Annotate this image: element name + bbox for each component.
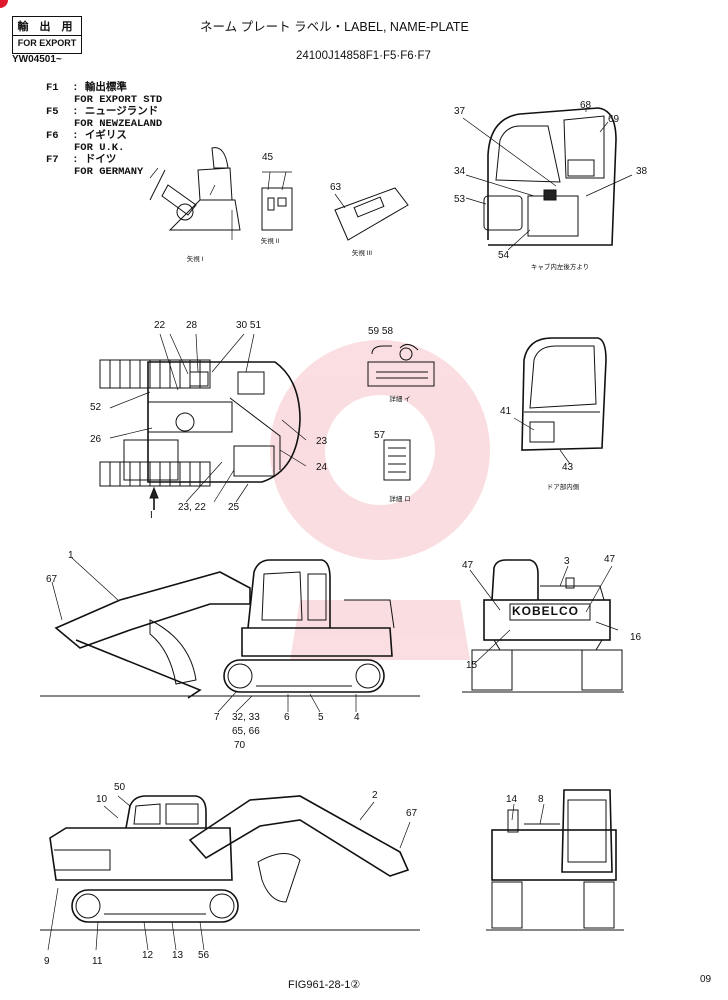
callout-57: 57	[374, 430, 386, 441]
legend-item-f1: F1 : 輸出標準	[46, 82, 127, 94]
callout-47-b: 47	[604, 554, 616, 565]
callout-67-a: 67	[46, 574, 58, 585]
callout-2: 2	[372, 790, 378, 801]
callout-34: 34	[454, 166, 466, 177]
callout-23-22: 23, 22	[178, 502, 206, 513]
callout-45: 45	[262, 152, 274, 163]
callout-54: 54	[498, 250, 510, 261]
callout-53: 53	[454, 194, 466, 205]
callout-59-58: 59 58	[368, 326, 394, 337]
callout-43: 43	[562, 462, 574, 473]
view-arrow-label: I	[150, 510, 153, 521]
callout-10: 10	[96, 794, 108, 805]
legend-item-f5: F5 : ニュージランド	[46, 106, 159, 118]
callout-68: 68	[580, 100, 592, 111]
legend-item-f6: F6 : イギリス	[46, 130, 127, 142]
callout-25: 25	[228, 502, 240, 513]
legend-item-f5-en: FOR NEWZEALAND	[74, 118, 163, 130]
callout-38: 38	[636, 166, 648, 177]
seat-view	[149, 147, 241, 240]
callout-23: 23	[316, 436, 328, 447]
callout-30-51: 30 51	[236, 320, 262, 331]
callout-14: 14	[506, 794, 518, 805]
top-view-machine	[99, 333, 307, 510]
callout-52: 52	[90, 402, 102, 413]
callout-65-66: 65, 66	[232, 726, 260, 737]
caption-view-2: 矢視 II	[260, 238, 280, 245]
caption-view-1: 矢視 I	[186, 256, 204, 263]
callout-56: 56	[198, 950, 210, 961]
callout-4: 4	[354, 712, 360, 723]
detail-ro	[383, 439, 411, 481]
legend-item-f1-en: FOR EXPORT STD	[74, 94, 163, 106]
view-3-panel	[334, 187, 409, 241]
door-inside	[513, 337, 607, 465]
detail-i	[367, 344, 435, 387]
legend-item-f7: F7 : ドイツ	[46, 154, 117, 166]
part-number: 24100J14858F1·F5·F6·F7	[296, 50, 431, 62]
rear-view	[462, 559, 624, 693]
callout-3: 3	[564, 556, 570, 567]
caption-detail-ro: 詳細 ロ	[389, 496, 411, 503]
view-2-panel	[261, 171, 293, 231]
cab-interior	[462, 107, 633, 251]
callout-70: 70	[234, 740, 246, 751]
brand-logo-kobelco: KOBELCO	[512, 604, 579, 618]
stamp-line1: 輸 出 用	[17, 21, 77, 33]
legend-item-f7-en: FOR GERMANY	[74, 166, 144, 178]
callout-5: 5	[318, 712, 324, 723]
export-stamp: 輸 出 用 FOR EXPORT	[12, 16, 82, 54]
caption-view-3: 矢視 III	[351, 250, 373, 257]
callout-24: 24	[316, 462, 328, 473]
callout-7: 7	[214, 712, 220, 723]
page-title: ネーム プレート ラベル・LABEL, NAME-PLATE	[200, 20, 469, 34]
callout-6: 6	[284, 712, 290, 723]
serial-range: YW04501~	[12, 54, 62, 65]
callout-8: 8	[538, 794, 544, 805]
callout-13: 13	[172, 950, 184, 961]
caption-cab-view: キャブ内左後方より	[530, 264, 590, 271]
red-corner-mark	[0, 0, 8, 8]
callout-16: 16	[630, 632, 642, 643]
callout-67-b: 67	[406, 808, 418, 819]
page-number: 09	[700, 974, 712, 985]
callout-41: 41	[500, 406, 512, 417]
caption-door-inside: ドア部内側	[546, 484, 580, 491]
figure-number: FIG961-28-1②	[288, 979, 361, 991]
callout-22: 22	[154, 320, 166, 331]
callout-37: 37	[454, 106, 466, 117]
callout-50: 50	[114, 782, 126, 793]
side-view-2	[40, 795, 420, 951]
callout-28: 28	[186, 320, 198, 331]
stamp-line2: FOR EXPORT	[13, 35, 81, 48]
side-view-1	[40, 557, 420, 713]
callout-47-a: 47	[462, 560, 474, 571]
callout-63: 63	[330, 182, 342, 193]
callout-69: 69	[608, 114, 620, 125]
legend-item-f6-en: FOR U.K.	[74, 142, 125, 154]
callout-26: 26	[90, 434, 102, 445]
callout-11: 11	[92, 956, 103, 967]
caption-detail-i: 詳細 イ	[389, 396, 411, 403]
callout-1: 1	[68, 550, 74, 561]
legend: F1 : 輸出標準 FOR EXPORT STD F5 : ニュージランド FO…	[46, 82, 162, 178]
watermark-gear	[270, 340, 490, 660]
callout-32-33: 32, 33	[232, 712, 260, 723]
rear-view-2	[486, 789, 624, 931]
callout-12: 12	[142, 950, 154, 961]
callout-9: 9	[44, 956, 50, 967]
callout-15: 15	[466, 660, 478, 671]
